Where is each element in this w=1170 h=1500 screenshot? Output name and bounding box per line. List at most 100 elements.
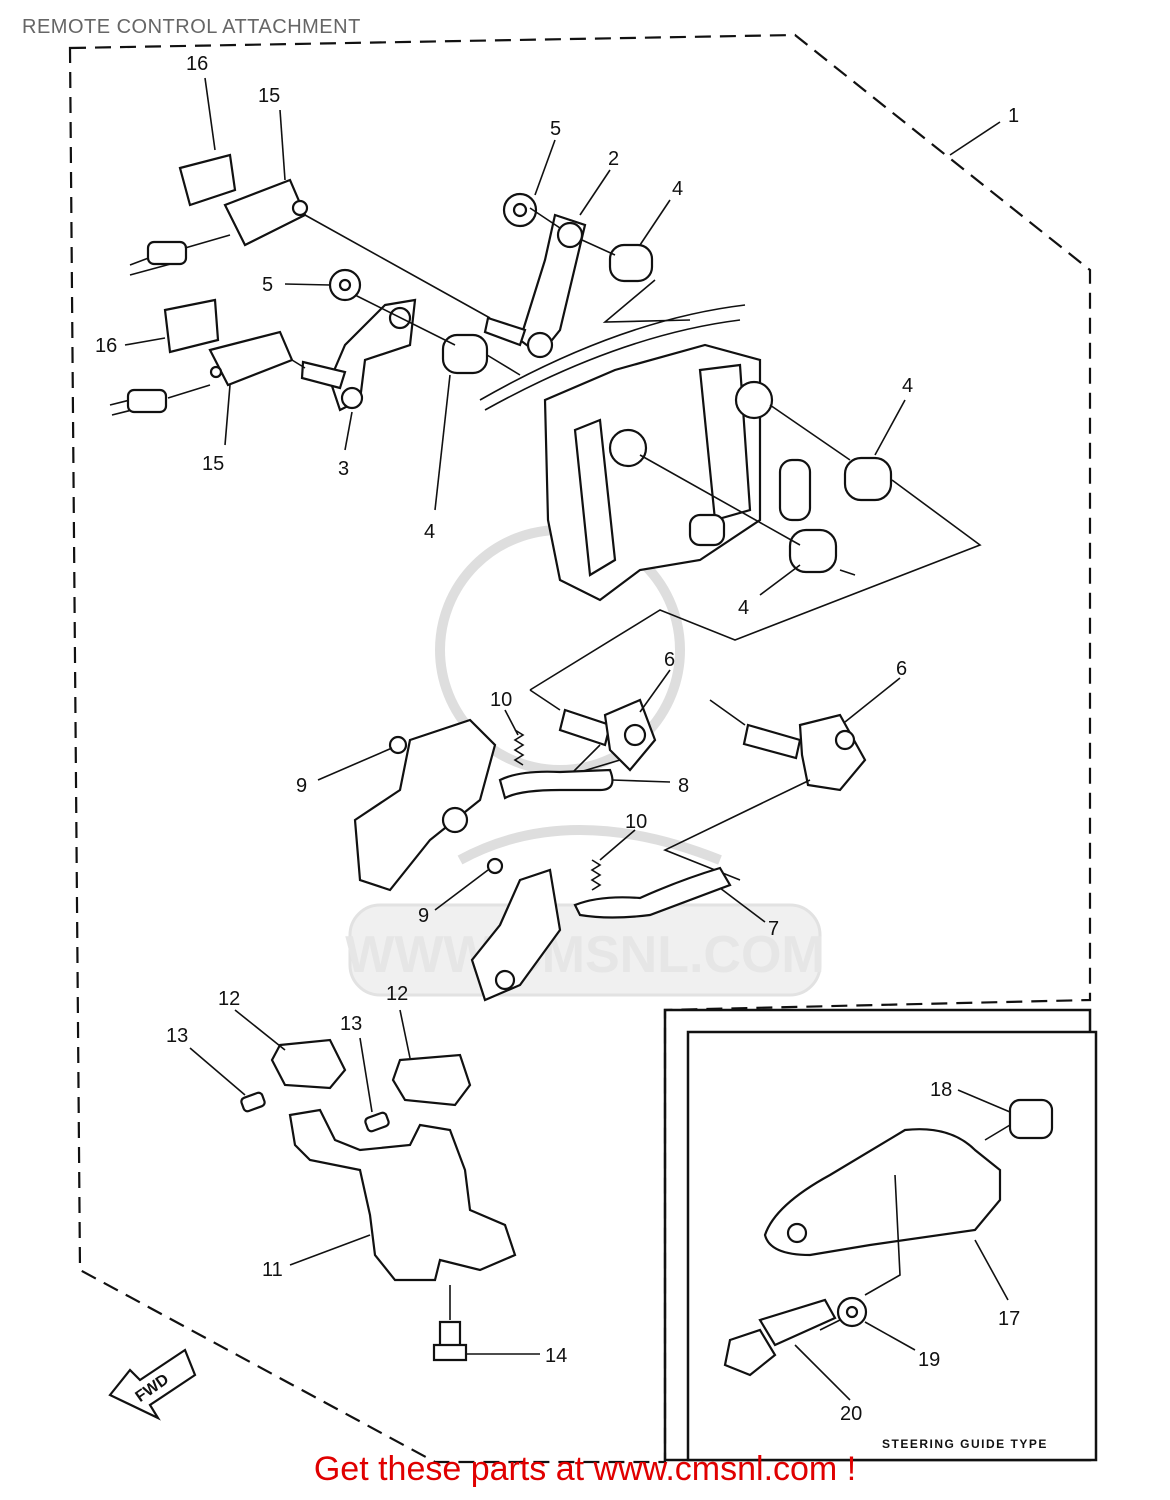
callout-4-lower: 4 — [738, 597, 749, 619]
holder-12-left — [270, 1038, 347, 1090]
callout-15-lower: 15 — [202, 453, 224, 475]
callout-19: 19 — [918, 1349, 940, 1371]
rod-8 — [498, 768, 614, 800]
casting-boss-left — [608, 428, 648, 468]
casting-sleeve — [778, 458, 812, 522]
screw-13-right — [364, 1111, 390, 1133]
callout-9-lower: 9 — [418, 905, 429, 927]
callout-11: 11 — [262, 1259, 283, 1281]
callout-3: 3 — [338, 458, 349, 480]
callout-4-middle: 4 — [424, 521, 435, 543]
callout-15-upper: 15 — [258, 85, 280, 107]
callout-18: 18 — [930, 1079, 952, 1101]
cable-end-upper — [146, 240, 188, 266]
joint-15-upper — [223, 178, 307, 247]
joint-15-upper-hole — [291, 199, 309, 217]
washer-9-upper — [388, 735, 408, 755]
callout-6-left: 6 — [664, 649, 675, 671]
assembly-lines-upper — [184, 207, 691, 376]
bushing-4-lower — [788, 528, 838, 574]
callout-6-right: 6 — [896, 658, 907, 680]
nut-5-upper-hole — [512, 202, 528, 218]
lever-3-end — [340, 386, 364, 410]
fwd-arrow-shape — [108, 1348, 197, 1421]
lever-plate-upper — [353, 718, 497, 892]
callout-13-right: 13 — [340, 1013, 362, 1035]
callout-12-right: 12 — [386, 983, 408, 1005]
assembly-lines-lower — [167, 359, 306, 399]
lever-2-end — [526, 331, 554, 359]
screw-13-left — [240, 1091, 266, 1113]
inset-frame — [686, 1030, 1098, 1462]
callout-4-right: 4 — [902, 375, 913, 397]
cam-6-right-hub — [834, 729, 856, 751]
bolt-20-shank — [758, 1298, 837, 1347]
rod-7 — [573, 866, 732, 919]
shaft-6-left — [558, 708, 612, 747]
lever-2-pin — [483, 316, 527, 347]
fwd-arrow: FWD — [108, 1348, 197, 1421]
spring-10-upper — [513, 729, 525, 766]
casting-post-left — [573, 418, 617, 577]
cable-end-lower — [126, 388, 168, 414]
assembly-lines-middle — [529, 689, 811, 881]
callout-2: 2 — [608, 148, 619, 170]
callout-7: 7 — [768, 918, 779, 940]
callout-10-upper: 10 — [490, 689, 512, 711]
bushing-4-upper — [608, 243, 654, 283]
bolt-20-head — [723, 1328, 777, 1377]
steering-guide-17 — [763, 1128, 1002, 1257]
callout-5-lower: 5 — [262, 274, 273, 296]
cam-6-right — [798, 713, 867, 792]
page-title: REMOTE CONTROL ATTACHMENT — [22, 16, 361, 38]
inset-label: STEERING GUIDE TYPE — [882, 1437, 1048, 1451]
lever-plate-lower-hole — [494, 969, 516, 991]
cam-6-left-hub — [623, 723, 647, 747]
joint-15-lower — [208, 330, 294, 387]
watermark-logo: WWW.CMSNL.COM — [345, 525, 825, 997]
joint-15-lower-hole — [209, 365, 223, 379]
callout-20: 20 — [840, 1403, 862, 1425]
spring-10-lower — [590, 859, 602, 891]
watermark-text: WWW.CMSNL.COM — [345, 926, 824, 984]
callout-4-upper: 4 — [672, 178, 683, 200]
bracket-11 — [288, 1108, 517, 1282]
lever-3-pin — [300, 360, 347, 390]
callout-5-upper: 5 — [550, 118, 561, 140]
callout-14: 14 — [545, 1345, 567, 1367]
clip-16-lower — [163, 298, 220, 354]
assembly-lines-inset — [819, 1124, 1011, 1331]
callout-13-left: 13 — [166, 1025, 188, 1047]
shaft-6-right — [742, 723, 802, 760]
callout-1: 1 — [1008, 105, 1019, 127]
lever-2-boss — [556, 221, 584, 249]
callout-16-upper: 16 — [186, 53, 208, 75]
steering-guide-17-hole — [786, 1222, 808, 1244]
casting-boss-right — [734, 380, 774, 420]
assembly-lines-casting — [529, 404, 982, 691]
footer-link[interactable]: Get these parts at www.cmsnl.com ! — [313, 1450, 857, 1488]
callout-12-left: 12 — [218, 988, 240, 1010]
lever-plate-upper-hole — [441, 806, 469, 834]
bushing-4-middle — [441, 333, 489, 375]
washer-9-lower — [486, 857, 504, 875]
callout-17: 17 — [998, 1308, 1020, 1330]
casting-seat — [688, 513, 726, 547]
clip-16-upper — [178, 153, 237, 207]
cowling-edge — [479, 304, 746, 411]
nut-18 — [1008, 1098, 1054, 1140]
callout-8: 8 — [678, 775, 689, 797]
callout-9-upper: 9 — [296, 775, 307, 797]
nut-5-lower-hole — [338, 278, 352, 292]
callout-labels: 1 2 3 4 4 4 4 5 5 6 6 7 8 9 9 10 10 11 1… — [95, 53, 1020, 1425]
bushing-4-right — [843, 456, 893, 502]
lever-plate-lower — [470, 868, 562, 1002]
callout-16-lower: 16 — [95, 335, 117, 357]
bracket-casting — [479, 304, 812, 602]
holder-12-right — [391, 1053, 472, 1107]
callout-10-lower: 10 — [625, 811, 647, 833]
bolt-14-head — [432, 1343, 468, 1362]
callout-leaders — [124, 77, 1011, 1401]
washer-19-hole — [845, 1305, 859, 1319]
